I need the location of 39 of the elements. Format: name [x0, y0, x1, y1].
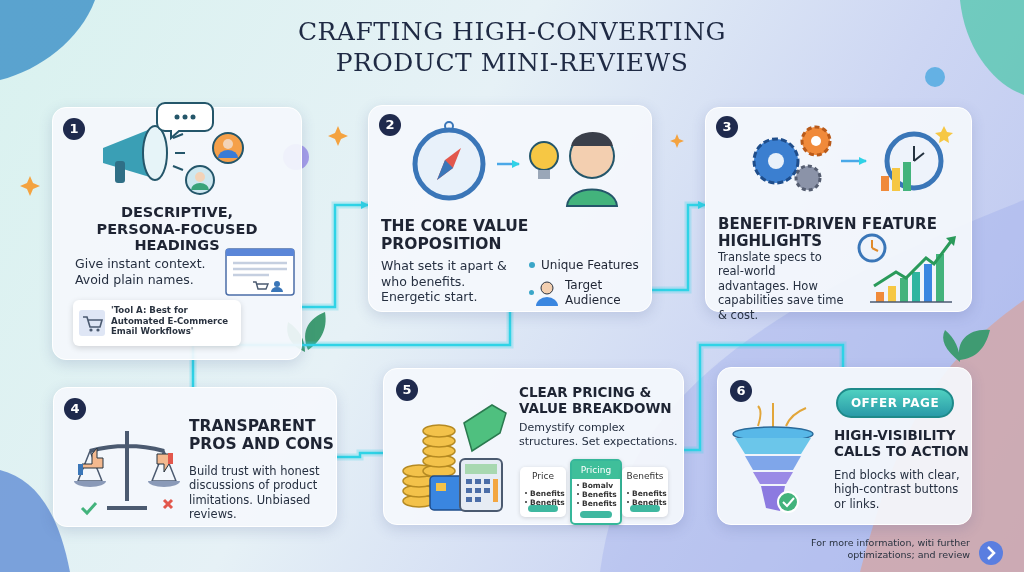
feature-bullet: Unique Features	[529, 258, 647, 273]
title: CRAFTING HIGH-CONVERTING PRODUCT MINI-REVIEWS	[296, 16, 728, 79]
step-card	[368, 105, 652, 312]
step-heading: THE CORE VALUE PROPOSITION	[381, 218, 530, 254]
step-description: Build trust with honest discussions of product limitations. Unbiased reviews.	[189, 464, 321, 522]
pricing-tier-card	[520, 467, 566, 517]
step-number-badge: 4	[64, 398, 86, 420]
step-number-badge: 5	[396, 379, 418, 401]
tier-heading: Benefits	[625, 470, 665, 483]
tier-heading: Pricing	[572, 461, 620, 479]
pricing-tier-card	[570, 459, 622, 525]
step-description: What sets it apart & who benefits. Energetic start.	[381, 258, 508, 305]
step-heading: DESCRIPTIVE, PERSONA-FOCUSED HEADINGS	[95, 204, 259, 254]
step-heading: CLEAR PRICING & VALUE BREAKDOWN	[519, 385, 673, 417]
example-heading-text: 'Tool A: Best for Automated E-Commerce Email Workflows'	[111, 305, 230, 338]
step-description: Translate specs to real-world advantages. How capabilities save time & cost.	[718, 250, 845, 322]
step-card	[383, 368, 684, 525]
flow-connector	[682, 341, 847, 454]
step-description: End blocks with clear, high-contrast buttons or links.	[834, 468, 961, 512]
example-heading-card	[73, 300, 241, 346]
step-card	[53, 387, 337, 527]
flow-connector	[335, 449, 383, 461]
step-description: Give instant context. Avoid plain names.	[75, 256, 207, 288]
step-card	[717, 367, 972, 525]
feature-bullet: Target Audience	[565, 278, 622, 308]
offer-button: OFFER PAGE	[836, 388, 954, 418]
tier-heading: Price	[531, 470, 555, 483]
step-number-badge: 2	[379, 114, 401, 136]
footer-note: For more information, witi further optimizations; and review	[810, 537, 970, 561]
flow-connector	[300, 201, 369, 311]
step-heading: HIGH-VISIBILITY CALLS TO ACTION	[834, 428, 969, 460]
step-description: Demystify complex structures. Set expectations.	[519, 421, 679, 449]
step-heading: TRANSPARENT PROS AND CONS	[189, 418, 334, 454]
step-number-badge: 6	[730, 380, 752, 402]
step-heading: BENEFIT-DRIVEN FEATURE HIGHLIGHTS	[718, 216, 938, 251]
flow-connector	[650, 201, 706, 294]
step-number-badge: 1	[63, 118, 85, 140]
pricing-tier-card	[622, 467, 668, 517]
step-number-badge: 3	[716, 116, 738, 138]
